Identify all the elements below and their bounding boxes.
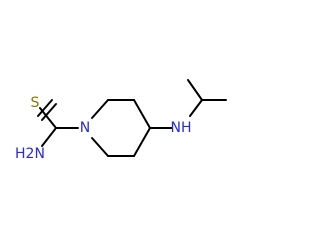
bond-ch-me1: [187, 79, 203, 101]
bond-c-s-1: [41, 103, 57, 121]
molecule-diagram: S H2N N NH: [15, 79, 227, 162]
ring-nitrogen-label: N: [80, 120, 90, 136]
sulfur-atom-label: S: [31, 95, 40, 111]
amine-nitrogen-label: NH: [171, 120, 192, 136]
bond-c-s-2: [37, 99, 53, 117]
bond-nh-ch: [189, 99, 203, 117]
bond-c-s-line: [39, 107, 57, 129]
bond-c-nh2: [41, 127, 57, 147]
amide-nitrogen-label: H2N: [15, 146, 45, 162]
bond-ring-4: [133, 127, 151, 157]
structure-svg: S H2N N NH: [15, 79, 227, 162]
bond-ring-1: [91, 99, 109, 119]
bond-ring-3: [133, 99, 151, 129]
bond-ring-6: [91, 137, 109, 157]
